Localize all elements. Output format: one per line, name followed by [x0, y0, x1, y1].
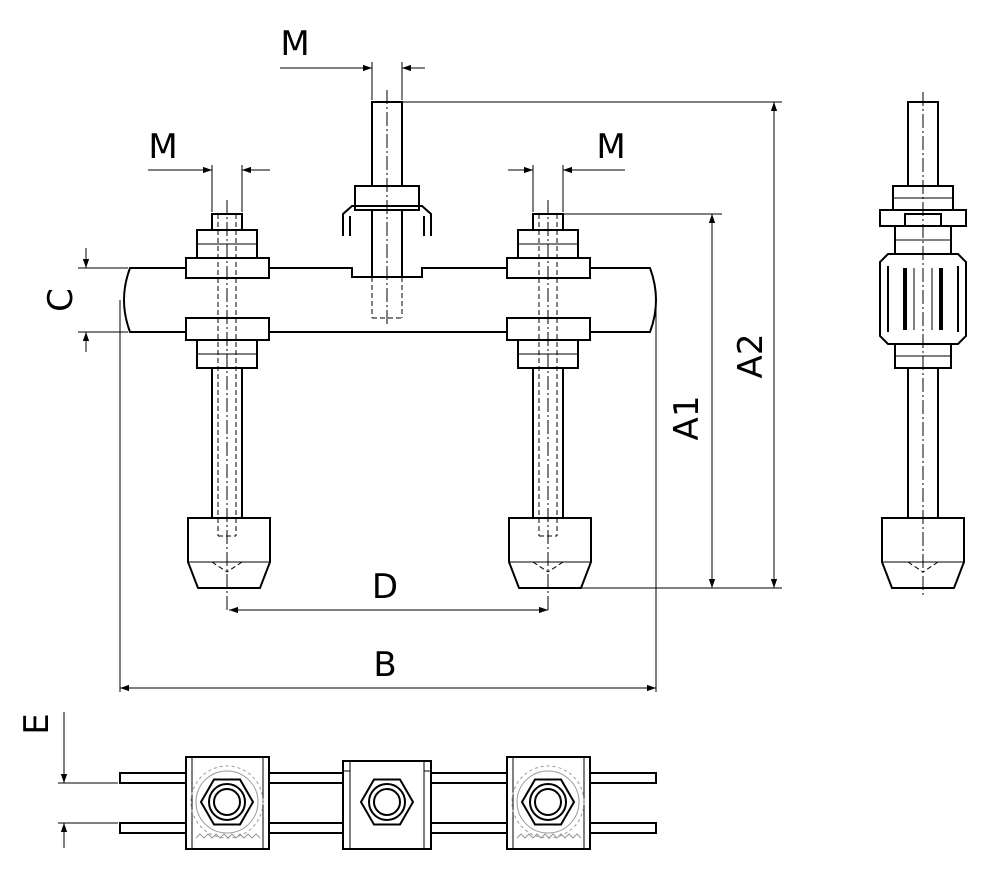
dimension-b: B — [119, 300, 657, 692]
dimension-label-c: C — [41, 288, 81, 312]
left-bolt-assembly — [185, 200, 271, 612]
dimension-label-b: B — [373, 645, 396, 685]
right-bolt-assembly — [506, 200, 592, 612]
dimension-d: D — [229, 567, 548, 614]
dimension-m-right: M — [508, 127, 626, 212]
dimension-label-m-left: M — [148, 127, 177, 167]
dimension-label-a2: A2 — [731, 334, 771, 379]
top-view-right-block — [506, 756, 591, 850]
dimension-e: E — [17, 712, 118, 848]
dimension-c: C — [41, 248, 128, 352]
top-view: E — [17, 712, 657, 850]
front-view: M M M C — [41, 24, 782, 692]
dimension-label-e: E — [17, 713, 57, 734]
dimension-label-a1: A1 — [667, 396, 707, 441]
dimension-m-top: M — [280, 24, 425, 100]
dimension-a1: A1 — [563, 213, 722, 589]
dimension-a2: A2 — [402, 101, 782, 589]
dimension-label-d: D — [372, 567, 398, 607]
top-view-center-block — [342, 760, 432, 850]
dimension-label-m-top: M — [280, 24, 309, 64]
dimension-m-left: M — [148, 127, 270, 212]
side-view — [879, 92, 967, 596]
dimension-label-m-right: M — [596, 127, 625, 167]
top-view-left-block — [185, 756, 270, 850]
center-bolt-assembly — [342, 90, 432, 326]
